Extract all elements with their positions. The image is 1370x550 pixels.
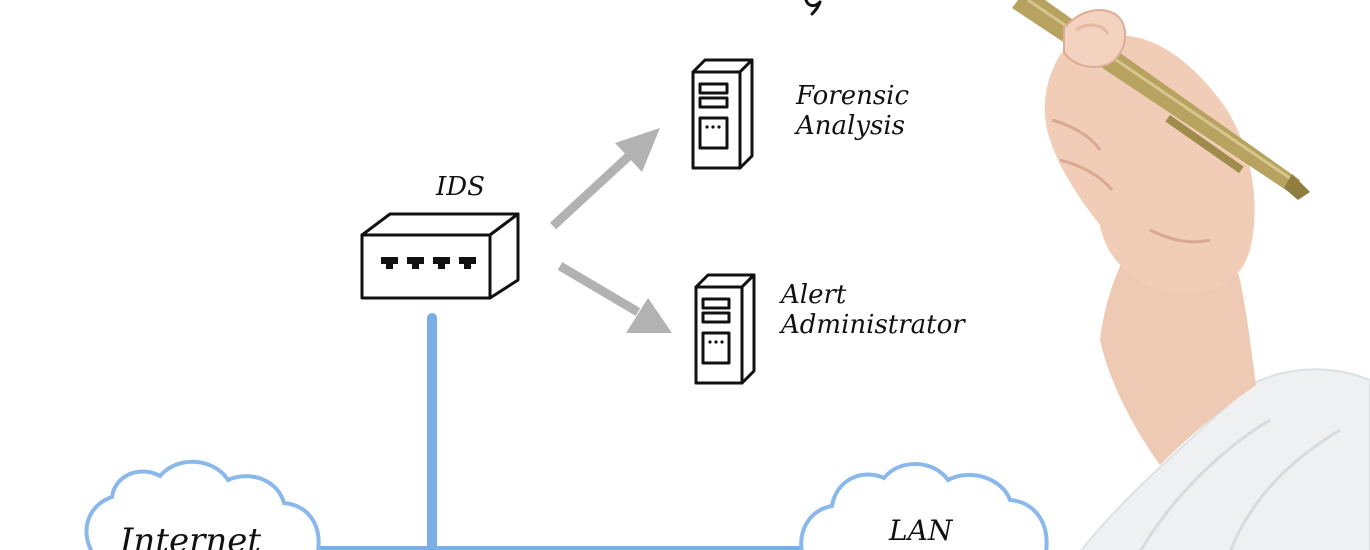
arrow-icon-to-forensic	[549, 128, 660, 230]
cropped-handwriting-mark	[804, 0, 822, 16]
ids-node: IDS	[360, 172, 520, 300]
forensic-analysis-node: Forensic Analysis	[691, 58, 909, 170]
alert-administrator-node: Alert Administrator	[694, 273, 966, 385]
cloud-icon	[799, 462, 1049, 550]
server-tower-icon	[694, 273, 756, 385]
alert-label-line2: Administrator	[779, 310, 966, 340]
forensic-label-line2: Analysis	[794, 111, 905, 141]
hand-skin	[1044, 35, 1255, 294]
internet-label: Internet	[119, 521, 261, 550]
ids-label: IDS	[435, 172, 485, 202]
cloud-icon	[84, 459, 321, 550]
lan-node: LAN	[799, 462, 1049, 550]
switch-icon	[360, 212, 520, 300]
internet-node: Internet	[84, 459, 321, 550]
network-links	[300, 313, 900, 550]
alert-label-line1: Alert	[779, 280, 847, 310]
hand-with-pen	[1012, 0, 1370, 550]
ids-arrows	[549, 128, 672, 333]
thumb	[1063, 9, 1127, 68]
arrow-icon-to-alert	[557, 262, 672, 333]
lan-label: LAN	[888, 514, 954, 547]
server-tower-icon	[691, 58, 754, 170]
forensic-label-line1: Forensic	[795, 81, 909, 111]
